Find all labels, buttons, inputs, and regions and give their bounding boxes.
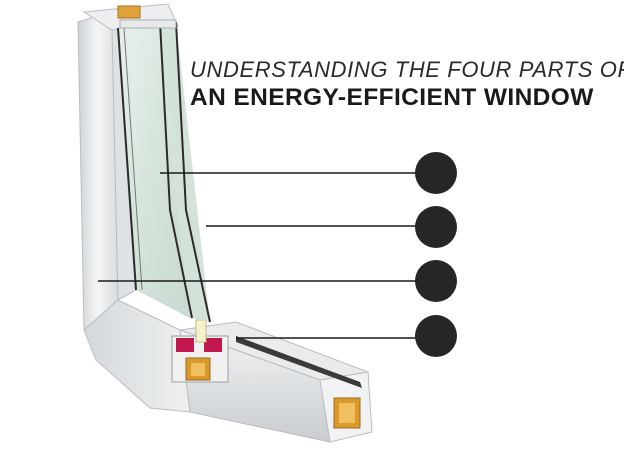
glass-pane-inner	[118, 22, 190, 318]
spacer-bar-top	[119, 19, 177, 29]
sill-gasket	[236, 336, 362, 388]
callout-marker-4[interactable]	[415, 315, 457, 357]
window-frame	[77, 3, 373, 443]
frame-jamb	[77, 11, 119, 332]
seal-outer	[204, 338, 222, 352]
seal-inner	[176, 338, 194, 352]
callout-marker-2[interactable]	[415, 206, 457, 248]
callout-marker-1[interactable]	[415, 152, 457, 194]
callout-marker-3[interactable]	[415, 260, 457, 302]
heading-line-1: UNDERSTANDING THE FOUR PARTS OF	[190, 57, 624, 82]
heading: UNDERSTANDING THE FOUR PARTS OF AN ENERG…	[190, 57, 624, 112]
heading-line-2: AN ENERGY-EFFICIENT WINDOW	[190, 84, 594, 111]
callout-group	[98, 152, 457, 357]
frame-head-core	[117, 5, 141, 19]
sill-end-core-inner	[339, 403, 355, 423]
glazing-unit	[117, 19, 211, 323]
profile-cross-section	[171, 319, 229, 383]
